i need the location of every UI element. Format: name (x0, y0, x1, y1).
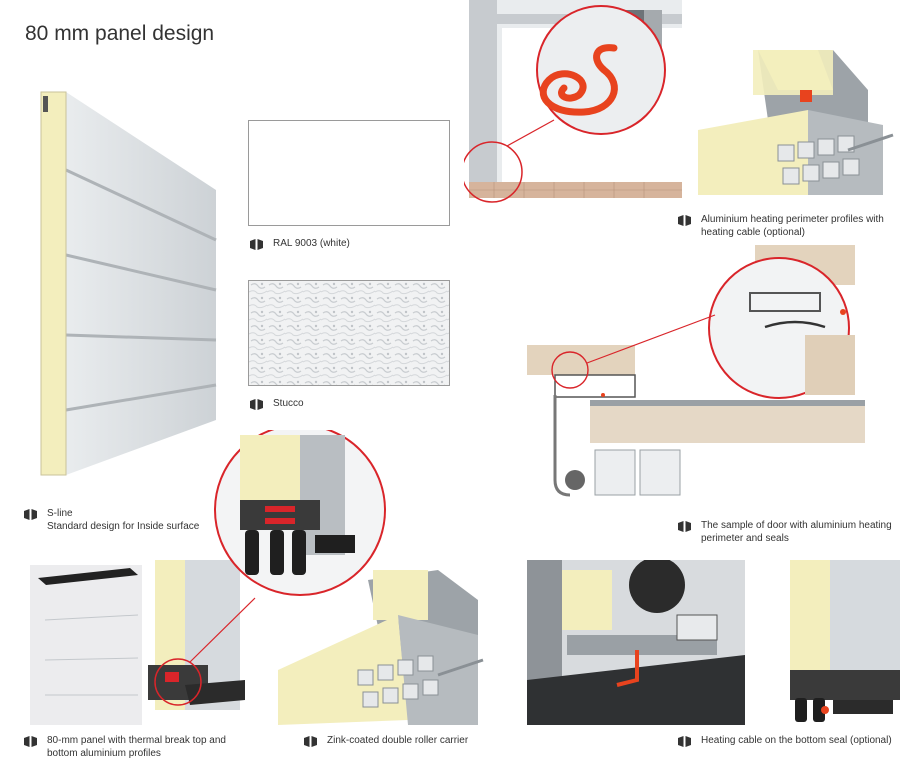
caption-heating-profiles: Aluminium heating perimeter profiles wit… (678, 214, 908, 239)
page-title: 80 mm panel design (25, 22, 215, 45)
book-icon (678, 736, 691, 747)
caption-roller-text: Zink-coated double roller carrier (327, 735, 469, 746)
book-icon (678, 215, 691, 226)
book-icon (678, 521, 691, 532)
caption-bottom-seal-text: Heating cable on the bottom seal (option… (701, 735, 892, 746)
caption-stucco: Stucco (250, 398, 450, 411)
heating-perimeter-profile-image (698, 30, 898, 200)
caption-ral-text: RAL 9003 (white) (273, 238, 350, 249)
caption-sample-door-text: The sample of door with aluminium heatin… (701, 520, 892, 544)
sample-door-perimeter-image (525, 245, 905, 505)
ral-white-swatch (248, 120, 450, 226)
caption-sline-title: S-line (47, 508, 73, 519)
bottom-seal-panel-image (785, 560, 905, 725)
book-icon (304, 736, 317, 747)
sline-panel-image (36, 90, 236, 485)
caption-sline: S-line Standard design for Inside surfac… (24, 508, 234, 533)
caption-heating-profiles-text: Aluminium heating perimeter profiles wit… (701, 214, 884, 238)
caption-panel-80: 80-mm panel with thermal break top and b… (24, 735, 254, 760)
book-icon (24, 509, 37, 520)
caption-roller: Zink-coated double roller carrier (304, 735, 504, 748)
book-icon (250, 399, 263, 410)
caption-stucco-text: Stucco (273, 398, 304, 409)
roller-carrier-image (278, 560, 488, 725)
caption-panel-80-text: 80-mm panel with thermal break top and b… (47, 735, 226, 759)
caption-ral: RAL 9003 (white) (250, 238, 450, 251)
book-icon (250, 239, 263, 250)
caption-bottom-seal: Heating cable on the bottom seal (option… (678, 735, 908, 748)
caption-sample-door: The sample of door with aluminium heatin… (678, 520, 908, 545)
bottom-seal-roller-image (527, 560, 745, 725)
book-icon (24, 736, 37, 747)
door-frame-heating-cable-image (464, 0, 682, 206)
thermal-break-panel-image (30, 430, 390, 725)
stucco-swatch (248, 280, 450, 386)
caption-sline-sub: Standard design for Inside surface (47, 520, 200, 532)
